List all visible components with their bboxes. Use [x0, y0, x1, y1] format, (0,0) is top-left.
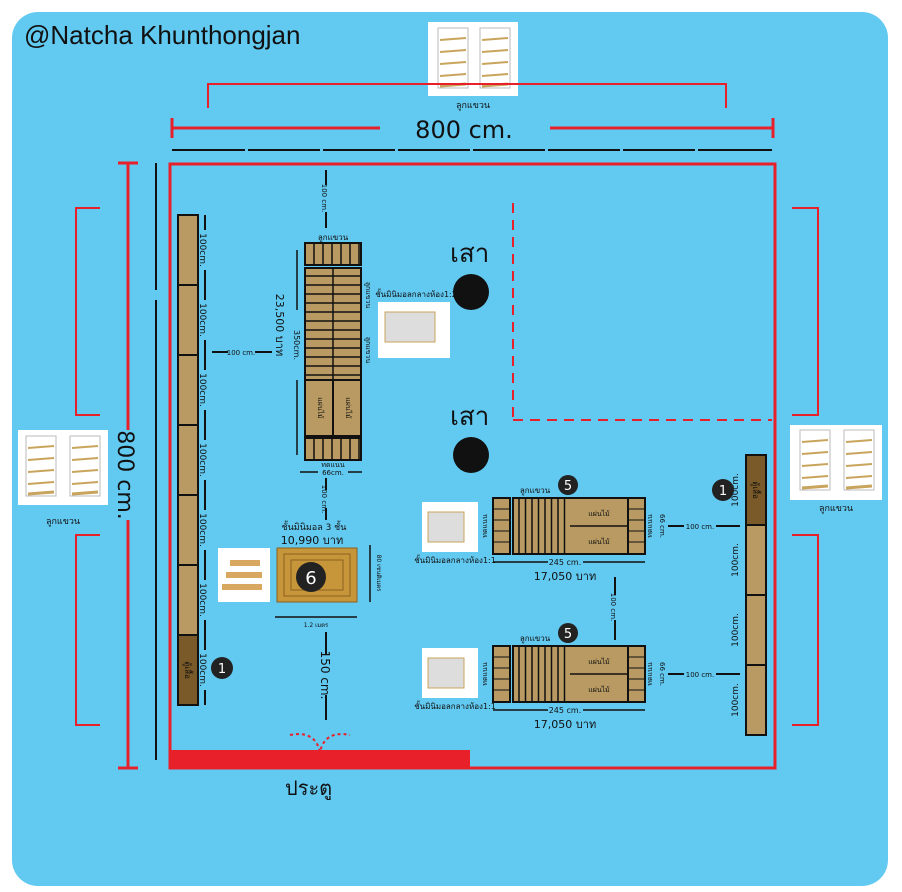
hanging-shelf-caption-right: ลูกแขวน	[818, 504, 854, 514]
door	[170, 750, 470, 768]
dimension-label: 100cm.	[197, 443, 207, 477]
badge-1-right	[712, 479, 734, 501]
side-wall-brackets	[75, 207, 819, 726]
right-segment-labels: 100cm. 100cm. 100cm. 100cm.	[731, 473, 741, 717]
badge-1-left	[211, 657, 233, 679]
dimension-label: 100cm.	[731, 683, 741, 717]
badge-5-label: 5	[564, 479, 572, 494]
unit5-price: 17,050 บาท	[534, 570, 596, 583]
dimension-label: 100cm.	[731, 473, 741, 507]
pillar-2	[453, 437, 489, 473]
dimension-label: 100cm.	[197, 653, 207, 687]
pillar-zone-dashed	[512, 203, 772, 421]
unit5-endcap-right: ทดแนน	[646, 662, 654, 685]
left-wall-shelves	[177, 214, 199, 706]
unit5-top-label: ลูกแขวน	[520, 486, 551, 496]
pillar-label-1: เสา	[450, 239, 489, 269]
door-gap-label: 150 cm.	[318, 651, 332, 700]
center-side-label-2: ลูกแขวน	[364, 337, 372, 364]
dimension-label: 100cm.	[197, 513, 207, 547]
units5-gap: 100 cm.	[609, 593, 617, 621]
badge-5-label: 5	[564, 627, 572, 642]
badge-5	[558, 475, 578, 495]
center-shelf-stripes	[305, 243, 361, 460]
unit5-panel-label: แผ่นไม้	[588, 657, 610, 666]
unit5-endcap-left: ทดแนน	[481, 514, 489, 537]
badge-5	[558, 623, 578, 643]
left-segment-labels: 100cm. 100cm. 100cm. 100cm. 100cm. 100cm…	[197, 233, 207, 687]
badge-1-right-label: 1	[719, 484, 727, 499]
dimension-label: 100cm.	[731, 543, 741, 577]
unit5-panel-label: แผ่นไม้	[588, 509, 610, 518]
center-shelf-caption: ชั้นมินิมอลกลางห้อง1:2	[375, 290, 457, 299]
height-label: 800 cm.	[112, 430, 137, 520]
pillar-1	[453, 274, 489, 310]
unit5-endcap-right: ทดแนน	[646, 514, 654, 537]
unit5-width: 66 cm.	[658, 662, 666, 686]
unit5-width: 66 cm.	[658, 514, 666, 538]
shelf-illustration	[24, 26, 876, 689]
badge-1-left-label: 1	[218, 662, 226, 677]
unit6-title: ชั้นมินิมอล 3 ชั้น	[282, 520, 347, 533]
center-length-label: 350cm.	[292, 330, 301, 360]
pillar-label-2: เสา	[450, 402, 489, 432]
height-dimension	[118, 161, 138, 770]
dimension-label: 100cm.	[731, 613, 741, 647]
hanging-shelf-caption-top: ลูกแขวน	[455, 101, 491, 111]
center-side-label-1: ลูกแขวน	[364, 282, 372, 309]
unit5-panel-label: แผ่นไม้	[588, 685, 610, 694]
center-panel-label-1: แผ่นไม้	[316, 397, 325, 419]
dimension-label: 100cm.	[197, 373, 207, 407]
badge-6-label: 6	[305, 568, 316, 589]
unit6-width: 1.2 เมตร	[304, 622, 329, 629]
dimension-label: 100cm.	[197, 233, 207, 267]
door-label: ประตู	[285, 776, 332, 801]
door-swing	[289, 733, 351, 753]
unit5-top-label: ลูกแขวน	[520, 634, 551, 644]
unit6-price: 10,990 บาท	[281, 534, 343, 547]
left-gap-label: 100 cm.	[227, 349, 255, 357]
center-panel-label-2: แผ่นไม้	[344, 397, 353, 419]
unit5-length: 245 cm.	[549, 558, 582, 567]
badge-6	[296, 562, 326, 592]
unit5-price: 17,050 บาท	[534, 718, 596, 731]
unit5-panel-label: แผ่นไม้	[588, 537, 610, 546]
top-wall-bracket	[207, 83, 727, 108]
author-title: @Natcha Khunthongjan	[24, 20, 301, 50]
center-width-label: 66cm.	[322, 469, 344, 477]
unit6-table	[276, 547, 358, 603]
left-dark-shelf-label: ตู้เสื้อ	[182, 661, 194, 679]
unit5-right-gap: 100 cm.	[686, 671, 714, 679]
unit5-endcap-left: ทดแนน	[481, 662, 489, 685]
floor-plan-background	[12, 12, 888, 886]
center-top-label: ลูกแขวน	[318, 233, 349, 243]
dimension-label: 100cm.	[197, 583, 207, 617]
width-dimension	[170, 118, 775, 138]
right-dark-shelf-label: ตู้เสื้อ	[750, 481, 762, 499]
right-wall-shelves	[745, 454, 767, 736]
dimension-label: 100cm.	[197, 303, 207, 337]
width-label: 800 cm.	[415, 116, 513, 144]
unit5-length: 245 cm.	[549, 706, 582, 715]
unit5-caption-1: ชั้นมินิมอลกลางห้อง1:1	[414, 556, 496, 565]
room-wall	[168, 162, 777, 770]
center-top-gap: 100 cm.	[320, 184, 328, 212]
center-price: 23,500 บาท	[273, 294, 286, 356]
center-bottom-label: ทดแนน	[321, 461, 344, 469]
unit6-depth: 80 เซนติเมตร	[375, 555, 382, 593]
unit5-caption-2: ชั้นมินิมอลกลางห้อง1:1	[414, 702, 496, 711]
hanging-shelf-caption-left: ลูกแขวน	[45, 517, 81, 527]
center-bottom-gap: 100 cm.	[320, 485, 328, 513]
unit5-right-gap: 100 cm.	[686, 523, 714, 531]
